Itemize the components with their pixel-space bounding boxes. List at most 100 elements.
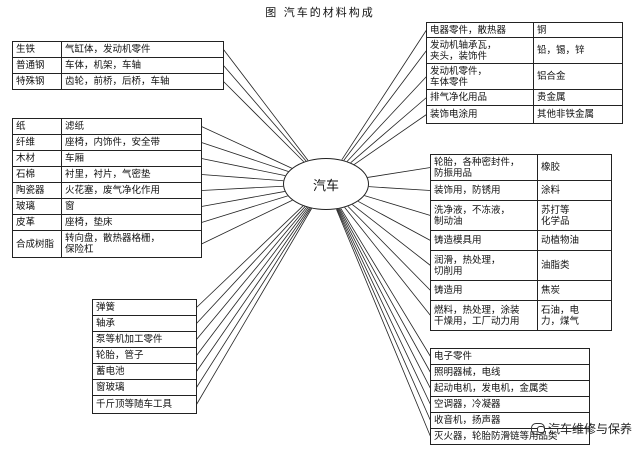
connector-line [350, 97, 427, 164]
uses-cell: 轮胎，各种密封件， 防振用品 [430, 154, 538, 181]
connector-line [347, 206, 431, 291]
left-nonmetals-table: 纸滤纸纤维座椅，内饰件，安全带木材车厢石棉衬里，衬片，气密垫陶瓷器火花塞，废气净… [12, 118, 202, 258]
uses-cell: 装饰用，防锈用 [430, 180, 538, 201]
material-cell: 合成树脂 [12, 230, 62, 258]
material-cell: 纸 [12, 118, 62, 135]
material-cell: 橡胶 [537, 154, 612, 181]
material-cell: 其他非铁金属 [533, 105, 623, 124]
uses-cell: 齿轮，前桥，后桥，车轴 [61, 73, 224, 90]
uses-cell: 滤纸 [61, 118, 202, 135]
connector-line [201, 174, 284, 182]
connector-line [367, 167, 431, 178]
material-cell: 焦炭 [537, 280, 612, 301]
material-cell: 纤维 [12, 134, 62, 151]
uses-cell: 衬里，衬片，气密垫 [61, 166, 202, 183]
table-row: 润滑，热处理， 切削用油脂类 [430, 250, 612, 281]
connector-line [196, 205, 304, 308]
connector-line [196, 207, 310, 372]
uses-cell: 窗 [61, 198, 202, 215]
connector-line [196, 206, 306, 324]
table-row: 石棉衬里，衬片，气密垫 [12, 166, 202, 183]
table-row: 装饰用，防锈用涂料 [430, 180, 612, 201]
material-cell: 木材 [12, 150, 62, 167]
right-chemicals-table: 轮胎，各种密封件， 防振用品橡胶装饰用，防锈用涂料洗净液，不冻液， 制动油苏打等… [430, 154, 612, 331]
right-metals-table: 电器零件，散热器铜发动机轴承瓦， 夹头，装饰件铅，锡，锌发动机零件， 车体零件铝… [426, 22, 623, 124]
connector-line [344, 207, 431, 316]
table-row: 陶瓷器火花塞，废气净化作用 [12, 182, 202, 199]
material-cell: 石棉 [12, 166, 62, 183]
uses-cell: 燃料，热处理，涂装 干燥用，工厂动力用 [430, 300, 538, 331]
material-cell: 油脂类 [537, 250, 612, 281]
material-cell: 涂料 [537, 180, 612, 201]
uses-cell: 座椅，内饰件，安全带 [61, 134, 202, 151]
list-item: 空调器，冷凝器 [430, 396, 590, 413]
connector-line [336, 208, 431, 421]
connector-line [354, 114, 427, 165]
table-row: 照明器械，电线 [430, 364, 590, 381]
watermark-text: 汽车维修与保养 [547, 422, 632, 436]
connector-line [223, 81, 305, 163]
connector-line [201, 185, 284, 191]
left-metals-table: 生铁气缸体，发动机零件普通钢车体，机架，车轴特殊钢齿轮，前桥，后桥，车轴 [12, 41, 224, 90]
center-node: 汽车 [283, 158, 369, 210]
table-row: 玻璃窗 [12, 198, 202, 215]
material-cell: 铜 [533, 22, 623, 38]
table-row: 弹簧 [92, 299, 197, 316]
connector-line [223, 65, 307, 162]
material-cell: 生铁 [12, 41, 62, 58]
table-row: 燃料，热处理，涂装 干燥用，工厂动力用石油，电 力，煤气 [430, 300, 612, 331]
connector-line [196, 206, 307, 340]
list-item: 轮胎，管子 [92, 347, 197, 364]
connector-line [201, 199, 293, 245]
uses-cell: 装饰电涂用 [426, 105, 534, 124]
uses-cell: 铸造用 [430, 280, 538, 301]
table-row: 发动机轴承瓦， 夹头，装饰件铅，锡，锌 [426, 37, 623, 64]
list-item: 弹簧 [92, 299, 197, 316]
connector-line [337, 208, 431, 405]
table-row: 合成树脂转向盘，散热器格栅， 保险杠 [12, 230, 202, 258]
table-row: 纸滤纸 [12, 118, 202, 135]
diagram-title: 图 汽车的材料构成 [265, 6, 375, 19]
connector-line [357, 200, 431, 241]
connector-line [201, 158, 286, 177]
parts-table: 弹簧轴承泵等机加工零件轮胎，管子蓄电池窗玻璃千斤顶等随车工具 [92, 299, 197, 414]
table-row: 纤维座椅，内饰件，安全带 [12, 134, 202, 151]
uses-cell: 电器零件，散热器 [426, 22, 534, 38]
uses-cell: 润滑，热处理， 切削用 [430, 250, 538, 281]
connector-line [201, 142, 289, 172]
table-row: 轴承 [92, 315, 197, 332]
table-row: 蓄电池 [92, 363, 197, 380]
chat-bubble-icon [530, 422, 545, 435]
connector-line [201, 191, 285, 207]
center-label: 汽车 [312, 178, 339, 194]
table-row: 轮胎，各种密封件， 防振用品橡胶 [430, 154, 612, 181]
table-row: 起动电机，发电机，金属类 [430, 380, 590, 397]
table-row: 电器零件，散热器铜 [426, 22, 623, 38]
uses-cell: 转向盘，散热器格栅， 保险杠 [61, 230, 202, 258]
connector-line [201, 126, 292, 169]
uses-cell: 火花塞，废气净化作用 [61, 182, 202, 199]
table-row: 窗玻璃 [92, 379, 197, 396]
watermark: 汽车维修与保养 [530, 420, 632, 437]
list-item: 千斤顶等随车工具 [92, 395, 197, 414]
material-cell: 普通钢 [12, 57, 62, 74]
list-item: 照明器械，电线 [430, 364, 590, 381]
uses-cell: 气缸体，发动机零件 [61, 41, 224, 58]
connector-line [338, 208, 431, 389]
table-row: 排气净化用品贵金属 [426, 89, 623, 106]
uses-cell: 洗净液，不冻液， 制动油 [430, 200, 538, 231]
table-row: 千斤顶等随车工具 [92, 395, 197, 414]
connector-line [196, 208, 311, 388]
table-row: 空调器，冷凝器 [430, 396, 590, 413]
table-row: 轮胎，管子 [92, 347, 197, 364]
list-item: 泵等机加工零件 [92, 331, 197, 348]
list-item: 起动电机，发电机，金属类 [430, 380, 590, 397]
uses-cell: 车厢 [61, 150, 202, 167]
list-item: 轴承 [92, 315, 197, 332]
electrical-parts-table: 电子零件照明器械，电线起动电机，发电机，金属类空调器，冷凝器收音机，扬声器灭火器… [430, 348, 590, 445]
connector-line [336, 209, 431, 437]
material-cell: 苏打等 化学品 [537, 200, 612, 231]
uses-cell: 发动机轴承瓦， 夹头，装饰件 [426, 37, 534, 64]
uses-cell: 车体，机架，车轴 [61, 57, 224, 74]
